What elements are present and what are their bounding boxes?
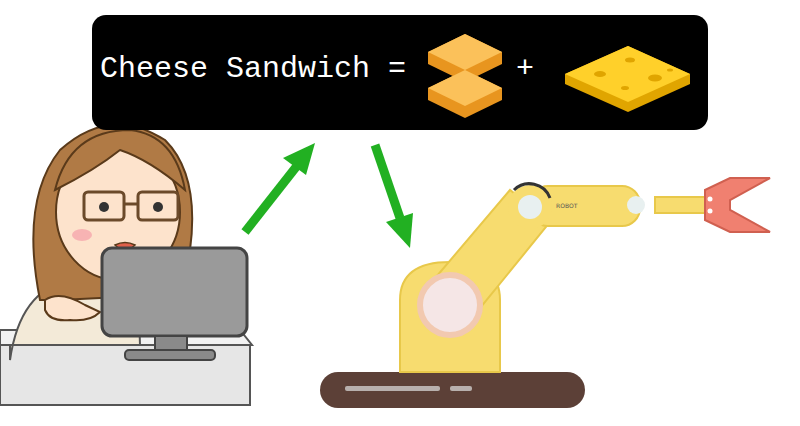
plus-sign: + (516, 54, 534, 84)
robot-label: ROBOT (556, 203, 577, 209)
person-at-computer (0, 125, 252, 405)
flow-arrows (245, 143, 413, 248)
formula-text: Cheese Sandwich = (100, 54, 406, 84)
formula-box: Cheese Sandwich = + (92, 15, 708, 130)
robot-arm (320, 178, 770, 408)
